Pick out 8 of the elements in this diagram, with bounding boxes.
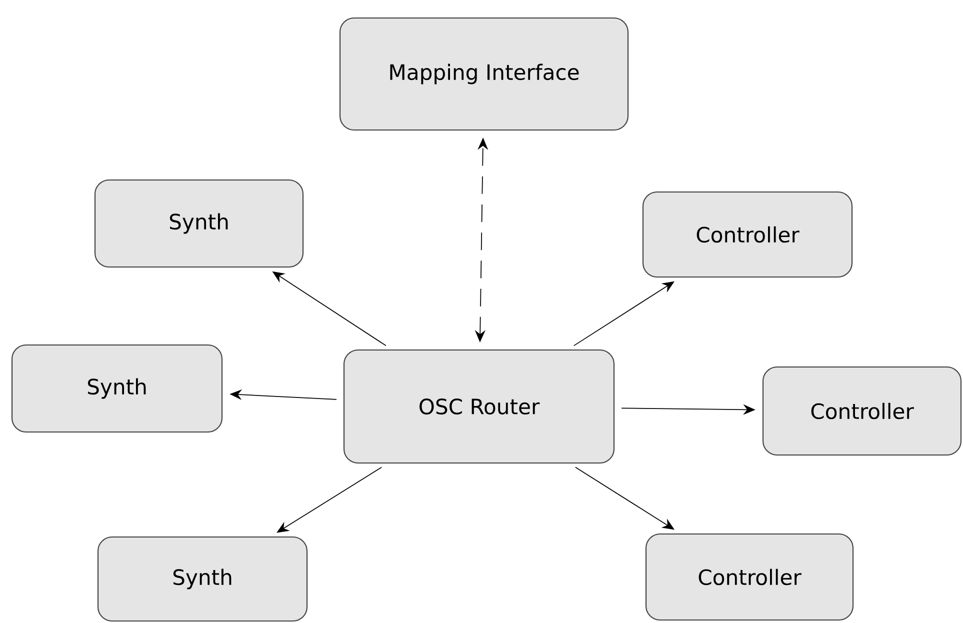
- process-box: Controller: [642, 191, 853, 278]
- process-box: Synth: [97, 536, 308, 622]
- process-box: Synth: [94, 179, 304, 268]
- process-box: Mapping Interface: [339, 17, 629, 131]
- process-box: Controller: [645, 533, 854, 621]
- process-box: OSC Router: [343, 349, 615, 464]
- process-box: Synth: [11, 344, 223, 433]
- process-box: Controller: [762, 366, 962, 456]
